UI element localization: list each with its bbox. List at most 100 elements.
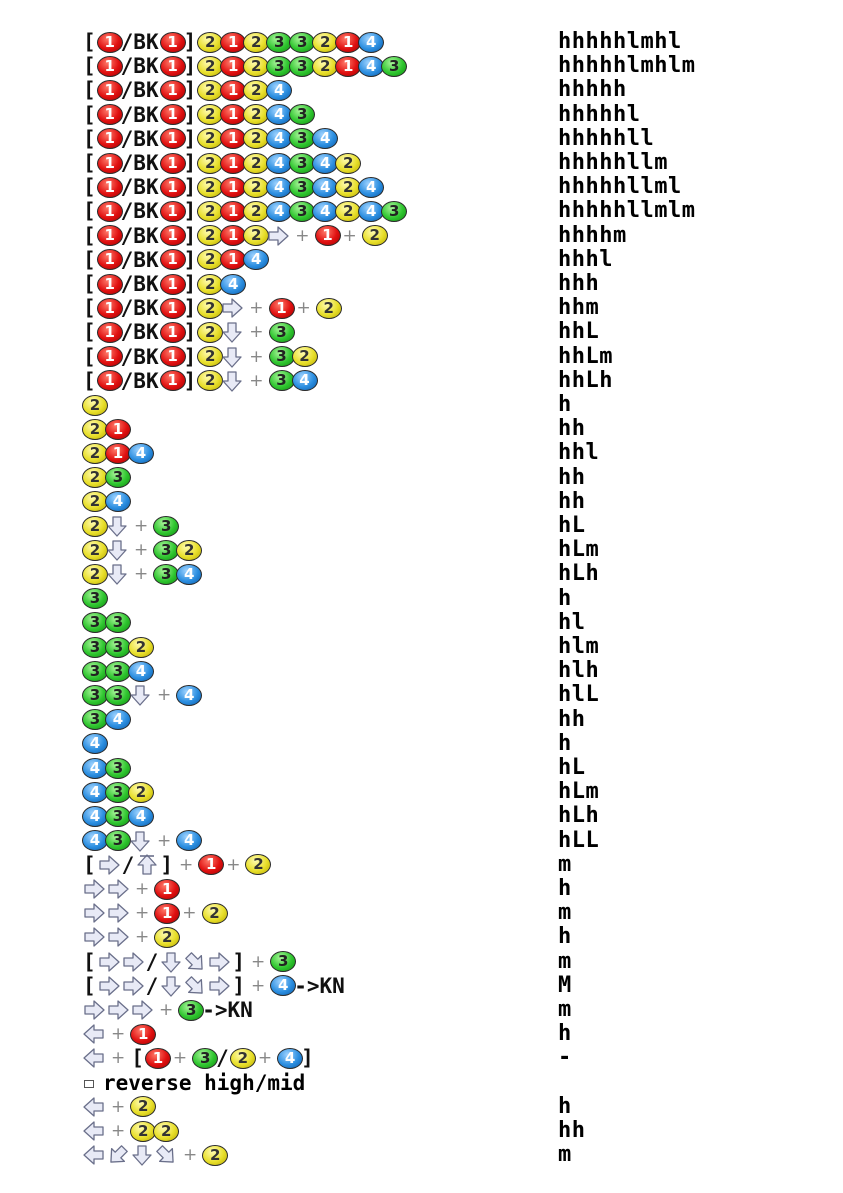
button-1-icon: 1: [159, 297, 186, 319]
hit-levels: h: [558, 585, 572, 611]
notation-text: [: [83, 199, 96, 224]
notation-text: /BK: [120, 199, 159, 224]
hit-levels: hLm: [558, 537, 600, 563]
notation-text: ]: [183, 223, 197, 248]
notation-text: [: [83, 852, 96, 877]
button-4-icon: 4: [176, 684, 203, 706]
combo-input-sequence: +[1+3/2+4]: [82, 1046, 315, 1070]
button-2-icon: 2: [202, 1144, 229, 1166]
notation-text: /: [216, 1046, 229, 1071]
hit-levels: hh: [558, 488, 586, 514]
down-right-arrow-icon: [184, 975, 206, 997]
button-4-icon: 4: [105, 491, 131, 513]
button-1-icon: 1: [159, 79, 186, 101]
hit-levels: hhh: [558, 271, 600, 296]
button-2-icon: 2: [243, 152, 270, 174]
button-2-icon: 2: [197, 346, 224, 368]
button-1-icon: 1: [96, 31, 123, 53]
button-1-icon: 1: [105, 418, 131, 440]
left-arrow-icon: [83, 1096, 105, 1118]
down-right-arrow-icon: [155, 1144, 177, 1166]
button-4-icon: 4: [176, 563, 203, 585]
button-3-icon: 3: [268, 370, 295, 392]
hit-levels: hhhhhlmhl: [558, 29, 682, 54]
button-2-icon: 2: [315, 297, 342, 319]
notation-text: [: [83, 272, 96, 296]
notation-text: ]: [183, 30, 197, 54]
notation-text: ]: [183, 272, 197, 296]
hit-levels: m: [558, 851, 572, 877]
hit-levels: hhL: [558, 319, 600, 345]
combo-input-sequence: [/]+1+2: [82, 852, 272, 877]
button-2-icon: 2: [243, 79, 270, 101]
down-arrow-icon: [106, 515, 128, 537]
button-3-icon: 3: [82, 588, 108, 610]
button-2-icon: 2: [197, 152, 224, 174]
plus-icon: +: [135, 927, 150, 948]
plus-icon: +: [249, 370, 264, 391]
hit-levels: hhl: [558, 440, 600, 466]
notation-text: ]: [160, 852, 173, 877]
button-3-icon: 3: [289, 152, 316, 174]
notation-text: ]: [183, 102, 197, 127]
button-4-icon: 4: [266, 79, 293, 101]
plus-icon: +: [295, 225, 310, 246]
hit-levels: hhLh: [558, 367, 613, 393]
hit-levels: hh: [558, 416, 586, 442]
button-1-icon: 1: [314, 225, 341, 247]
button-2-icon: 2: [243, 225, 270, 247]
hit-levels: h: [558, 876, 572, 901]
button-4-icon: 4: [82, 830, 108, 852]
hit-levels: hhhhhllmlm: [558, 198, 696, 224]
button-1-icon: 1: [105, 442, 131, 464]
plus-icon: +: [296, 298, 311, 319]
button-2-icon: 2: [128, 781, 154, 803]
button-2-icon: 2: [153, 1120, 180, 1142]
button-4-icon: 4: [266, 128, 293, 150]
hit-levels: hhhl: [558, 246, 613, 272]
hit-levels: hhhhhllm: [558, 150, 668, 175]
down-arrow-icon: [221, 321, 243, 344]
notation-text: [: [83, 344, 96, 369]
button-3-icon: 3: [381, 200, 408, 222]
combo-input-sequence: +2: [82, 1143, 229, 1167]
notation-text: /: [145, 949, 159, 974]
button-4-icon: 4: [128, 805, 154, 827]
plus-icon: +: [134, 564, 149, 585]
notation-text: /BK: [120, 320, 159, 345]
button-1-icon: 1: [96, 128, 123, 150]
button-3-icon: 3: [105, 757, 131, 779]
down-arrow-icon: [221, 370, 243, 392]
button-1-icon: 1: [96, 297, 123, 319]
hit-levels: hhhhhlmhlm: [558, 53, 696, 79]
right-arrow-icon: [98, 975, 120, 997]
button-1-icon: 1: [159, 321, 186, 343]
button-1-icon: 1: [268, 297, 295, 319]
button-3-icon: 3: [270, 951, 297, 973]
